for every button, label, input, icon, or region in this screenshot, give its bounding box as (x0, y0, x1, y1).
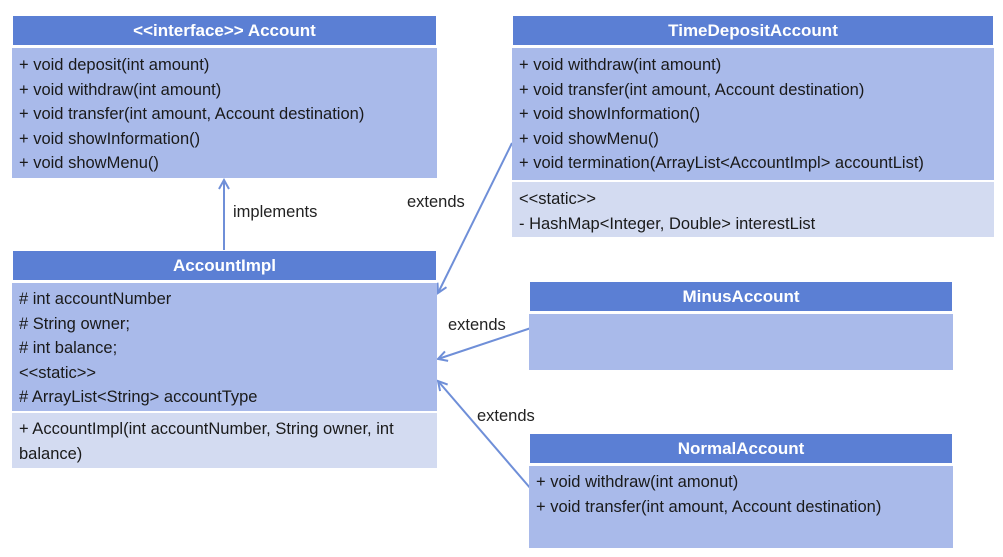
method: + void showMenu() (19, 154, 159, 172)
time-deposit-account-statics: <<static>> - HashMap<Integer, Double> in… (512, 180, 994, 237)
time-deposit-account-box: TimeDepositAccount + void withdraw(int a… (512, 15, 994, 237)
extends-time-label: extends (407, 193, 465, 211)
field: # ArrayList<String> accountType (19, 388, 258, 406)
account-impl-box: AccountImpl # int accountNumber # String… (12, 250, 437, 468)
normal-account-title: NormalAccount (529, 433, 953, 464)
method: + void showInformation() (19, 129, 201, 148)
extends-normal-label: extends (477, 407, 535, 425)
static-marker: <<static>> (519, 190, 597, 208)
account-interface-box: <<interface>> Account + void deposit(int… (12, 15, 437, 178)
time-deposit-extends-arrow (438, 142, 513, 293)
field: # int balance; (19, 339, 118, 357)
minus-account-title: MinusAccount (529, 281, 953, 312)
static-marker: <<static>> (19, 363, 97, 382)
method: + void showMenu() (519, 129, 659, 148)
normal-account-box: NormalAccount + void withdraw(int amonut… (529, 433, 953, 548)
account-impl-title: AccountImpl (12, 250, 437, 281)
implements-label: implements (233, 203, 318, 221)
account-interface-title: <<interface>> Account (12, 15, 437, 46)
account-impl-constructor: + AccountImpl(int accountNumber, String … (12, 411, 437, 468)
method: + void transfer(int amount, Account dest… (536, 497, 882, 516)
time-deposit-account-title: TimeDepositAccount (512, 15, 994, 46)
normal-account-methods: + void withdraw(int amonut) + void trans… (529, 464, 953, 548)
account-interface-methods: + void deposit(int amount) + void withdr… (12, 46, 437, 178)
method: + void showInformation() (519, 105, 701, 123)
method: + void transfer(int amount, Account dest… (19, 105, 365, 123)
time-deposit-account-methods: + void withdraw(int amount) + void trans… (512, 46, 994, 180)
normal-extends-arrow (438, 381, 532, 490)
method: + void termination(ArrayList<AccountImpl… (519, 154, 924, 172)
constructor: + AccountImpl(int accountNumber, String … (19, 420, 394, 463)
account-impl-fields: # int accountNumber # String owner; # in… (12, 281, 437, 411)
method: + void deposit(int amount) (19, 56, 210, 74)
field: # int accountNumber (19, 290, 172, 308)
minus-extends-arrow (438, 327, 532, 359)
minus-account-body (529, 312, 953, 370)
method: + void withdraw(int amount) (519, 56, 722, 74)
method: + void transfer(int amount, Account dest… (519, 80, 865, 99)
method: + void withdraw(int amonut) (536, 473, 739, 491)
field: - HashMap<Integer, Double> interestList (519, 214, 816, 233)
extends-minus-label: extends (448, 316, 506, 334)
field: # String owner; (19, 314, 130, 333)
minus-account-box: MinusAccount (529, 281, 953, 370)
method: + void withdraw(int amount) (19, 80, 222, 99)
